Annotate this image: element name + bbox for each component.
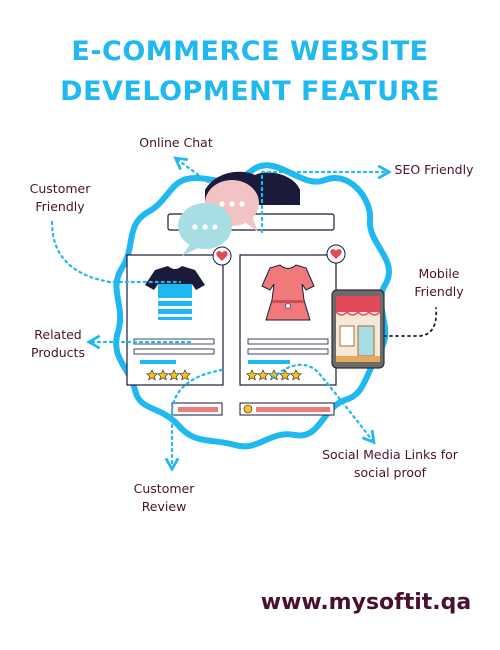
label-seo-friendly: SEO Friendly bbox=[394, 162, 474, 177]
connector-mobile bbox=[383, 307, 438, 337]
title-line-1: E-COMMERCE WEBSITE bbox=[71, 36, 429, 67]
label-mobile-friendly: Mobile Friendly bbox=[400, 265, 478, 301]
heart-icon bbox=[212, 246, 232, 266]
label-customer-review-line1: Customer bbox=[133, 481, 195, 496]
label-online-chat: Online Chat bbox=[139, 135, 213, 150]
dress-icon bbox=[261, 264, 315, 321]
website-url[interactable]: www.mysoftit.qa bbox=[260, 590, 472, 615]
product-card-dress bbox=[239, 254, 337, 416]
connector-customer-friendly bbox=[50, 220, 182, 284]
label-customer-review-line2: Review bbox=[141, 499, 187, 514]
store-icon bbox=[331, 289, 385, 369]
label-mobile-friendly-line1: Mobile bbox=[418, 266, 460, 281]
heart-icon bbox=[326, 244, 346, 264]
label-customer-friendly: Customer Friendly bbox=[18, 180, 102, 216]
connector-online-chat bbox=[173, 156, 210, 184]
label-social-media-line2: social proof bbox=[353, 465, 427, 480]
label-related-products-line2: Products bbox=[31, 345, 85, 360]
label-customer-friendly-line1: Customer bbox=[29, 181, 91, 196]
title-line-2: DEVELOPMENT FEATURE bbox=[60, 76, 440, 107]
label-social-media-line1: Social Media Links for bbox=[322, 447, 458, 462]
label-social-media: Social Media Links for social proof bbox=[300, 446, 480, 482]
connector-seo bbox=[260, 164, 392, 234]
rating-stars-1 bbox=[146, 369, 191, 381]
label-mobile-friendly-line2: Friendly bbox=[414, 284, 464, 299]
chat-bubble-icon bbox=[178, 203, 232, 256]
shirt-icon bbox=[145, 266, 205, 320]
label-related-products-line1: Related bbox=[34, 327, 82, 342]
label-related-products: Related Products bbox=[16, 326, 100, 362]
connector-social bbox=[270, 363, 376, 445]
label-customer-friendly-line2: Friendly bbox=[35, 199, 85, 214]
product-card-shirt bbox=[126, 254, 224, 416]
connector-customer-review bbox=[164, 368, 224, 472]
label-customer-review: Customer Review bbox=[124, 480, 204, 516]
